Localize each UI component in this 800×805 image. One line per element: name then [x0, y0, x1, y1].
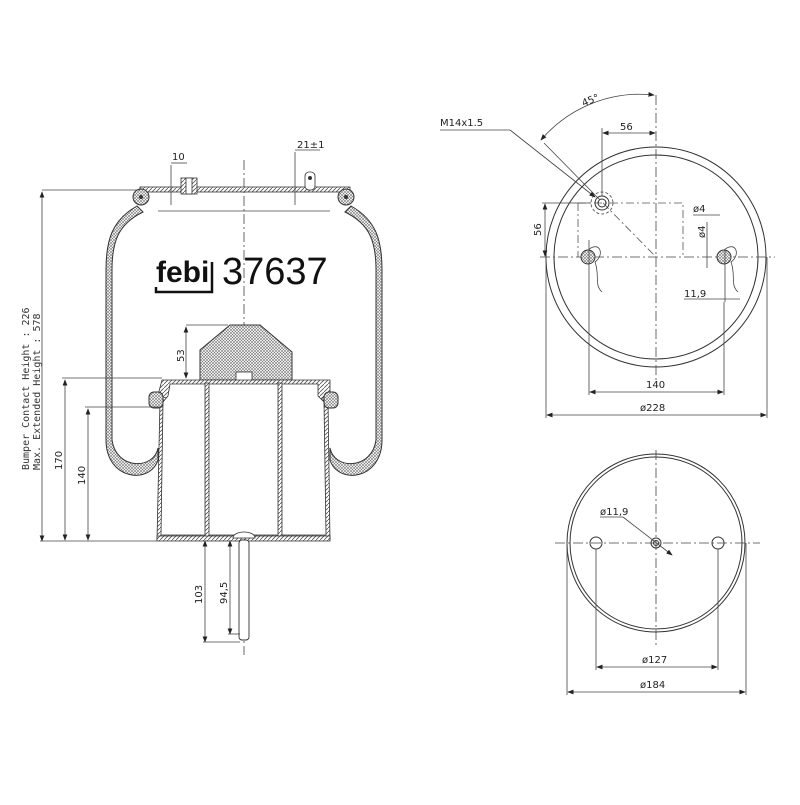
dim-pin-dia-b: ø4: [697, 226, 708, 238]
bottom-view: ø11,9 ø127 ø184: [555, 450, 760, 695]
part-number: 37637: [222, 251, 328, 293]
brand-logo-text: febi: [156, 256, 209, 289]
max-extended-height-note: Max. Extended Height : 578: [32, 313, 43, 470]
air-fitting: [304, 171, 316, 191]
top-plate: [139, 186, 351, 193]
dim-piston-height-outer: 170: [54, 451, 65, 470]
bottom-stud: [238, 539, 250, 641]
pin-right: [716, 246, 739, 302]
dim-stud-length: 103: [194, 585, 205, 604]
piston-bead-right: [323, 391, 339, 409]
dim-fitting-offset-x: 56: [620, 122, 633, 133]
dim-air-fitting-offset: 21±1: [297, 140, 324, 151]
dim-pin-hole: 11,9: [684, 289, 706, 300]
bumper-contact-height-note: Bumper Contact Height : 226: [21, 307, 32, 470]
bellow-right: [329, 205, 383, 476]
dim-pin-dia-a: ø4: [693, 204, 705, 215]
dim-piston-diameter: ø184: [640, 680, 665, 691]
piston-inner-wall-left: [204, 382, 210, 539]
piston-inner-wall-right: [277, 382, 283, 539]
dim-bolt-circle: ø127: [642, 655, 667, 666]
dim-bolt-spacing: 140: [646, 380, 665, 391]
dim-bumper-height: 53: [176, 349, 187, 362]
dim-top-fitting-offset: 10: [172, 152, 185, 163]
dim-center-hole: ø11,9: [600, 507, 628, 518]
dim-angle: 45°: [581, 93, 602, 110]
top-view: M14x1.5 45° 56 56 ø4 ø4 11,9: [440, 92, 775, 418]
bellow-left: [105, 205, 159, 476]
side-view: 10 21±1 febi 37637 53: [21, 140, 383, 655]
center-hole: [650, 537, 662, 549]
dim-fitting-offset-y: 56: [533, 223, 544, 236]
dim-plate-diameter: ø228: [640, 403, 665, 414]
dim-thread: M14x1.5: [440, 118, 483, 129]
dim-stud-thread-length: 94,5: [219, 582, 230, 604]
febi-logo: febi: [154, 256, 214, 294]
pin-left: [580, 240, 603, 302]
dim-piston-height-inner: 140: [77, 466, 88, 485]
piston-bead-left: [148, 391, 164, 409]
